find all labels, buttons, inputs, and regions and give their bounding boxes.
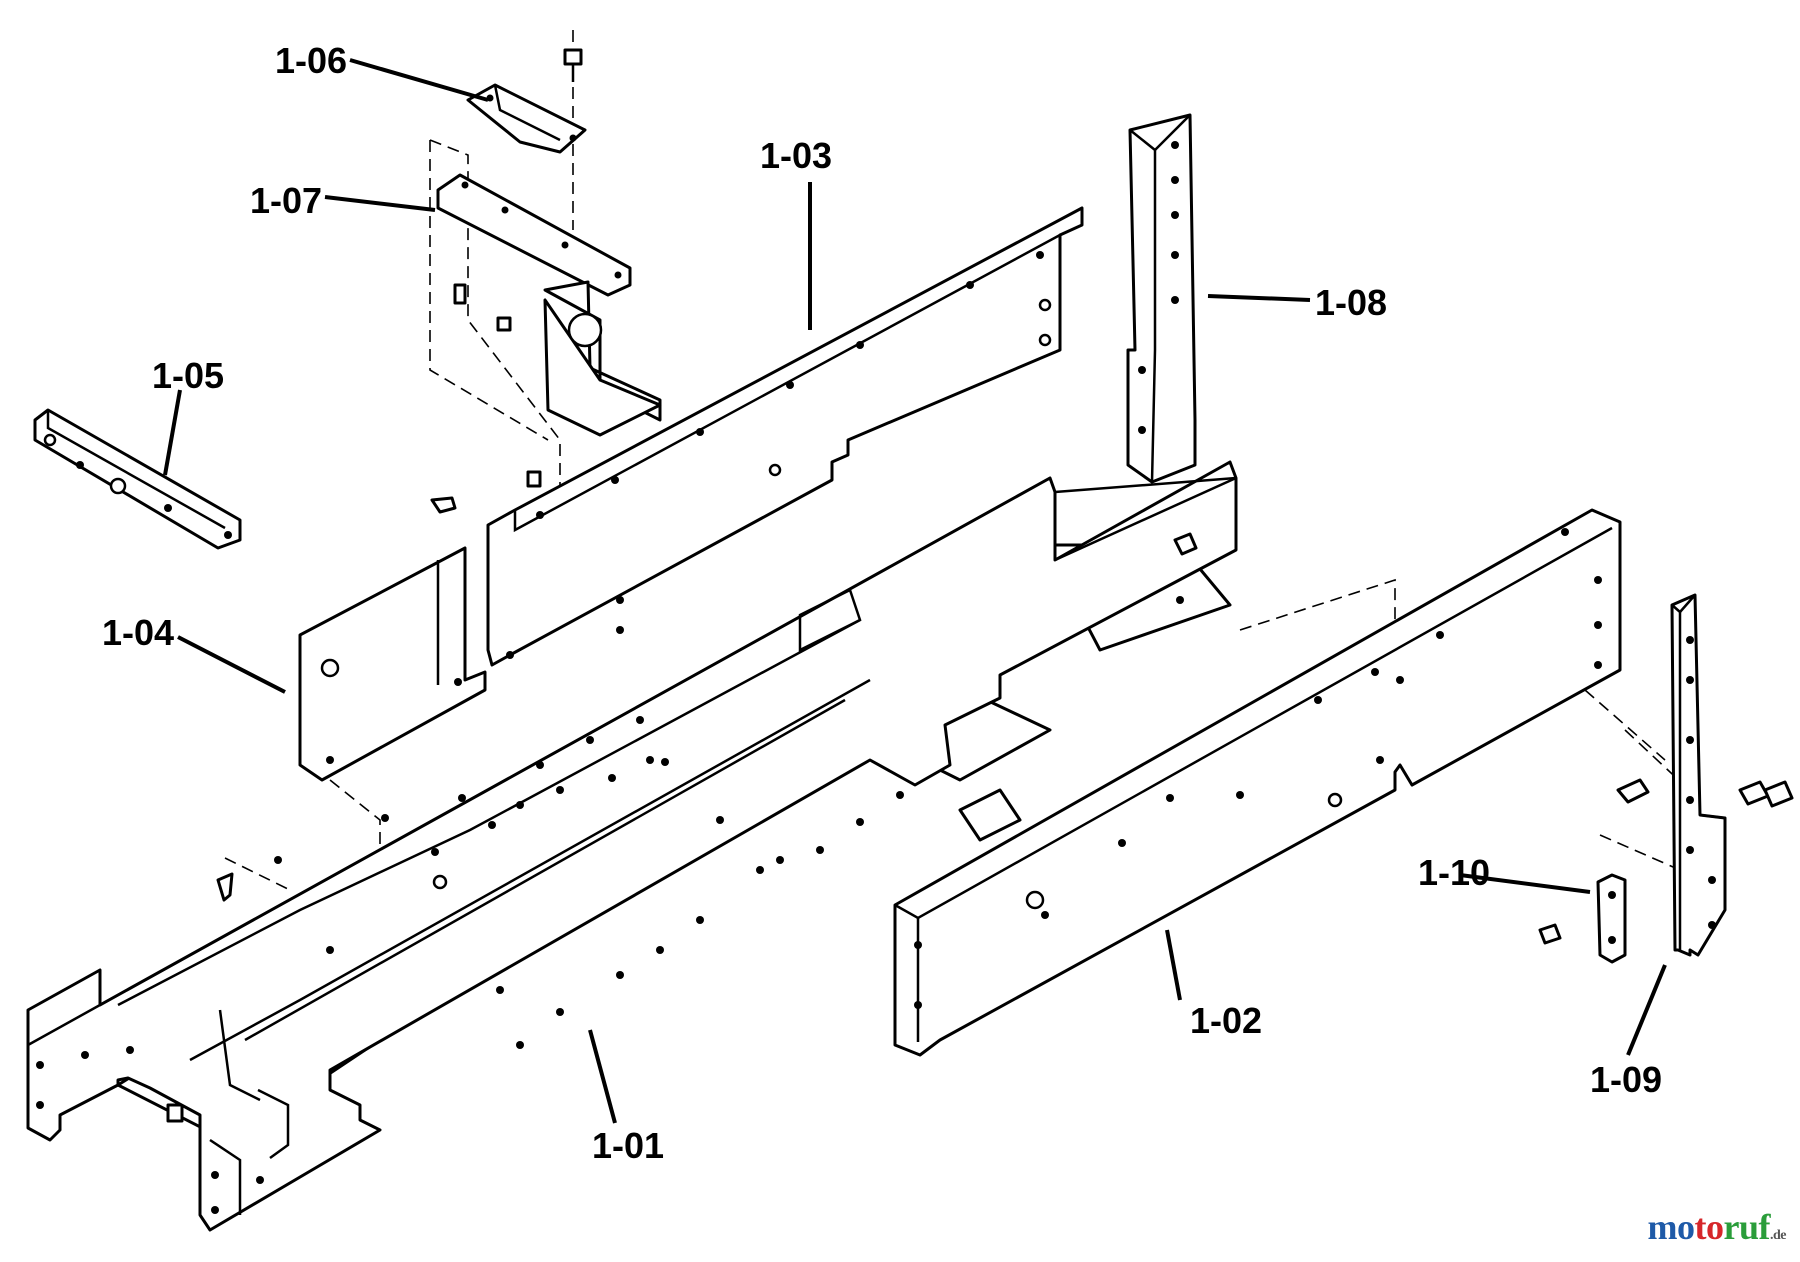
part-1-10-link-plate bbox=[1596, 873, 1627, 964]
part-1-06-gusset bbox=[466, 83, 587, 154]
watermark-logo: motoruf.de bbox=[1647, 1207, 1787, 1247]
screws bbox=[216, 496, 457, 902]
label-1-05: 1-05 bbox=[152, 355, 224, 396]
part-1-05-bracket bbox=[33, 408, 242, 550]
rail-holes bbox=[914, 528, 1602, 1009]
part-labels: 1-06 1-07 1-03 1-05 1-08 1-04 1-10 1-02 … bbox=[102, 40, 1662, 1166]
hardware-nuts-bolts bbox=[1173, 532, 1794, 945]
part-1-08-vertical-bracket bbox=[1126, 113, 1197, 484]
part-1-09-vertical-bracket bbox=[1670, 593, 1727, 957]
part-1-07-mount bbox=[436, 173, 662, 437]
part-1-04-side-plate bbox=[298, 546, 487, 782]
label-1-01: 1-01 bbox=[592, 1125, 664, 1166]
label-1-07: 1-07 bbox=[250, 180, 322, 221]
label-1-08: 1-08 bbox=[1315, 282, 1387, 323]
label-1-02: 1-02 bbox=[1190, 1000, 1262, 1041]
label-1-10: 1-10 bbox=[1418, 852, 1490, 893]
bolt-top bbox=[563, 48, 583, 82]
part-1-01-main-frame bbox=[26, 460, 1238, 1232]
leader-lines bbox=[163, 58, 1667, 1124]
part-1-02-right-rail bbox=[893, 508, 1622, 1057]
frame-holes bbox=[36, 626, 904, 1214]
part-1-03-upper-rail bbox=[486, 206, 1084, 667]
label-1-06: 1-06 bbox=[275, 40, 347, 81]
label-1-03: 1-03 bbox=[760, 135, 832, 176]
label-1-09: 1-09 bbox=[1590, 1059, 1662, 1100]
label-1-04: 1-04 bbox=[102, 612, 174, 653]
